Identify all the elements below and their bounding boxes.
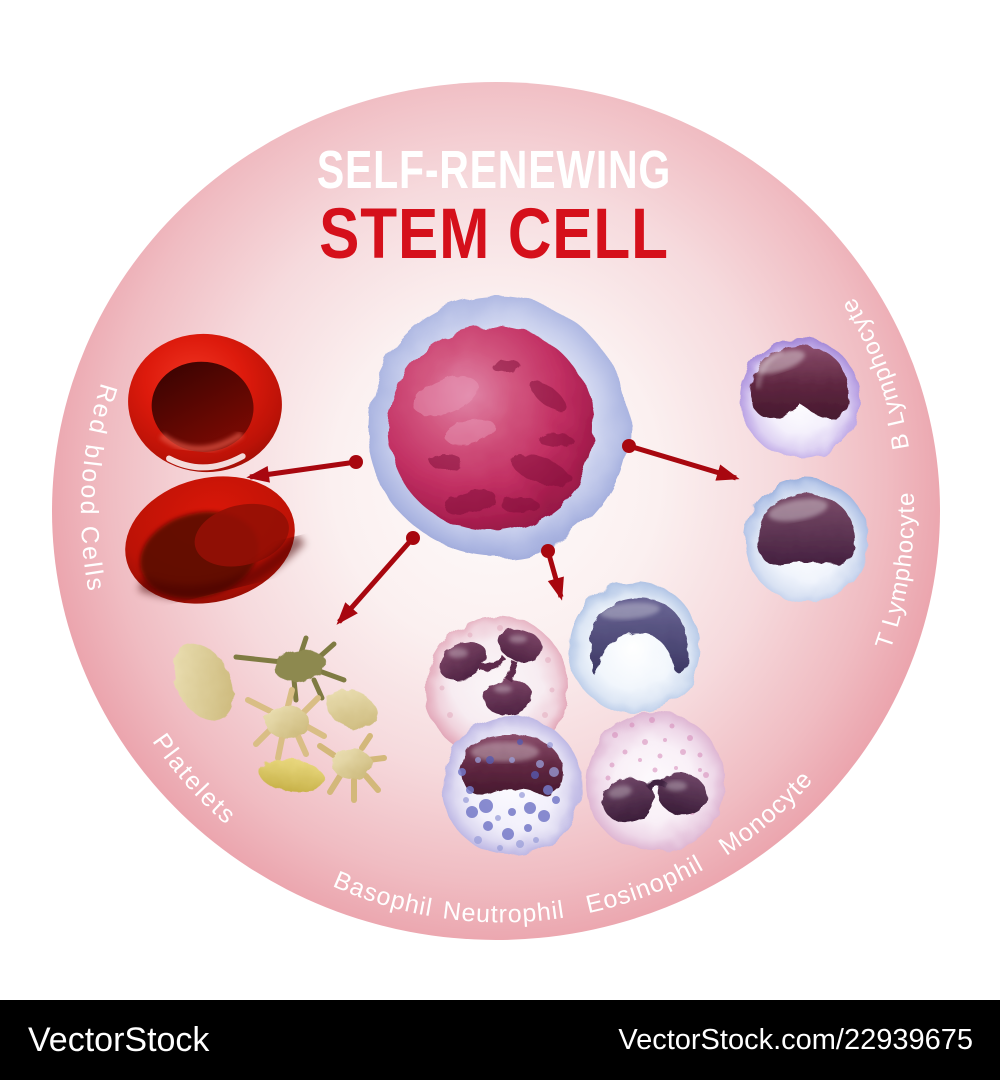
watermark-brand: VectorStock: [28, 1021, 210, 1059]
arrow-to-platelets: [336, 536, 415, 625]
stem-cell-illustration: [368, 297, 628, 557]
label-red-blood-cells: Red blood Cells: [75, 381, 123, 595]
label-eosinophil: Eosinophil: [583, 850, 708, 920]
label-monocyte: Monocyte: [714, 765, 818, 861]
title-line-stem-cell: STEM CELL: [319, 195, 669, 274]
label-basophil: Basophil: [330, 866, 435, 922]
arrow-to-lymphocytes: [628, 443, 740, 481]
label-t-lymphocyte: T Lymphocyte: [870, 491, 920, 652]
basophil-illustration: [442, 716, 582, 856]
activated-platelet: [317, 733, 387, 803]
watermark-image-ref: VectorStock.com/22939675: [618, 1024, 973, 1056]
arrow-to-white-cells: [545, 550, 564, 601]
eosinophil-illustration: [585, 712, 725, 852]
arrow-to-red-blood-cells: [246, 459, 357, 483]
title-line-self-renewing: SELF-RENEWING: [316, 140, 672, 200]
platelets-illustration: [172, 635, 387, 803]
label-neutrophil: Neutrophil: [441, 896, 566, 929]
watermark-bar: VectorStock VectorStock.com/22939675: [0, 1000, 1000, 1080]
activated-platelet: [245, 687, 327, 761]
label-platelets: Platelets: [147, 728, 242, 830]
monocyte-illustration: [568, 581, 700, 713]
t-lymphocyte-illustration: [744, 478, 868, 602]
b-lymphocyte-illustration: [740, 338, 860, 458]
arrows: [246, 439, 740, 625]
diagram-artwork: Red blood Cells Platelets Basophil Neutr…: [75, 297, 920, 929]
red-blood-cells-illustration: [125, 333, 306, 604]
